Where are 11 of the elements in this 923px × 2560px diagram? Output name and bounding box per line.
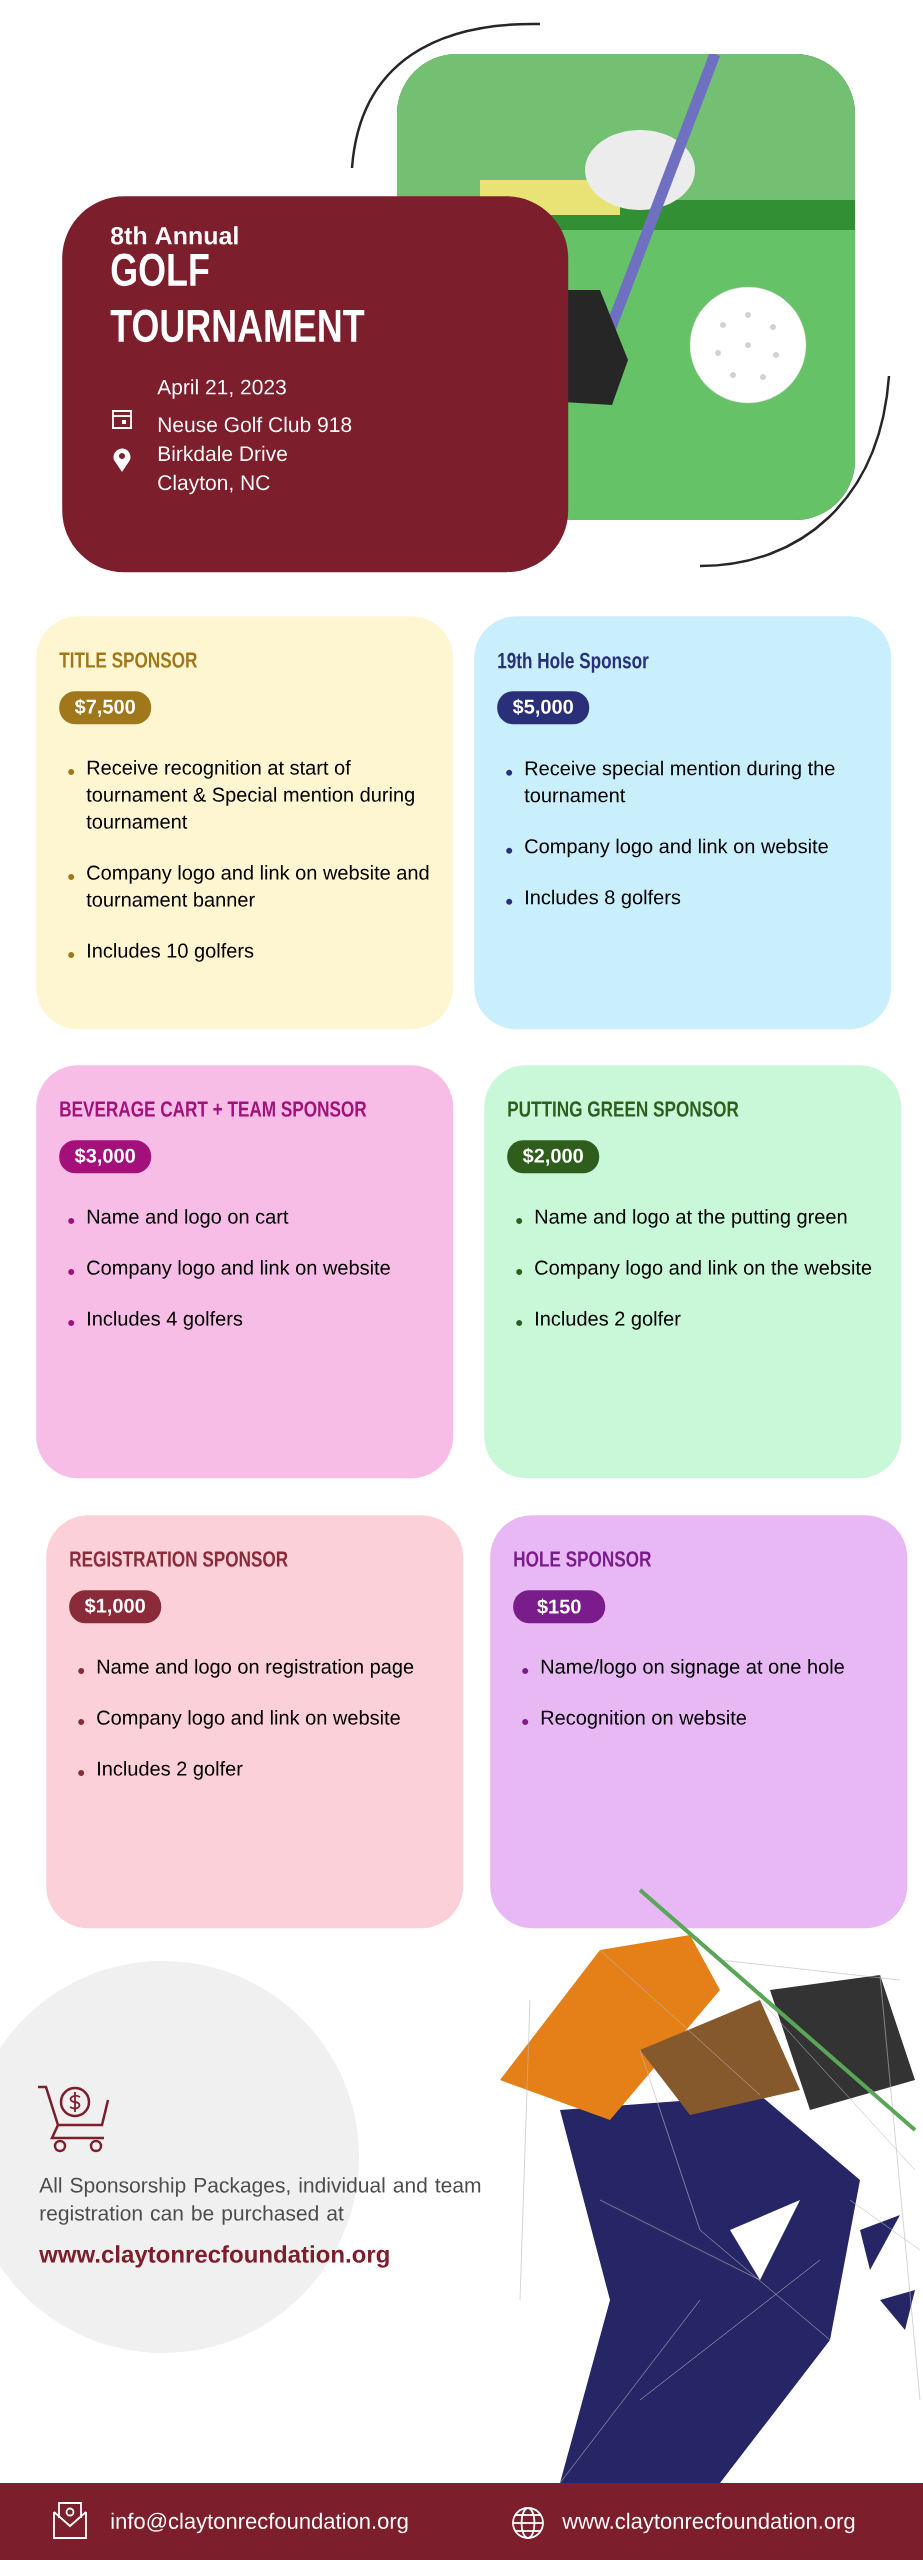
price-badge: $2,000 [507, 1140, 600, 1174]
price-badge: $5,000 [497, 691, 590, 725]
website-link: www.claytonrecfoundation.org [39, 2245, 389, 2268]
price-badge: $150 [513, 1590, 606, 1624]
email-address: info@claytonrecfoundation.org [111, 2512, 408, 2534]
price-badge: $3,000 [59, 1140, 152, 1174]
website-address: www.claytonrecfoundation.org [562, 2512, 855, 2534]
price-badge: $7,500 [59, 691, 152, 725]
event-card: 8th Annual GOLF TOURNAMENT April 21, 2023 Neuse Golf Club 918 Birkdale Drive Clayton, NC [62, 196, 569, 573]
price-badge: $1,000 [69, 1590, 162, 1624]
note-text: All Sponsorship Packages, individual and team registration can be purchased at [39, 2177, 481, 2225]
